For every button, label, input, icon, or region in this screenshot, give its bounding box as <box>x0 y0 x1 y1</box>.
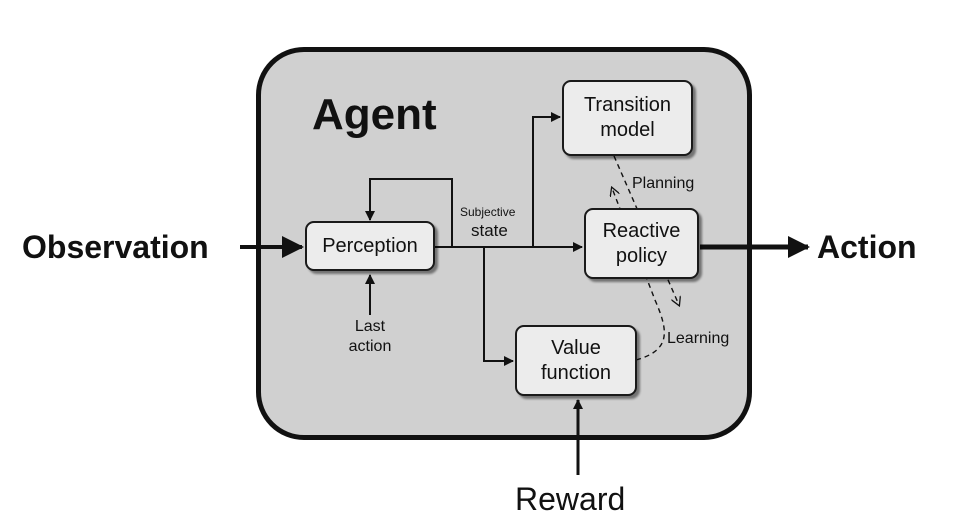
value-function-label: Value function <box>540 336 612 384</box>
state-to-transition-arrow <box>532 112 561 247</box>
perception-node: Perception <box>305 221 435 271</box>
transition-model-label: Transition model <box>583 94 672 141</box>
agent-title: Agent <box>312 90 437 139</box>
reward-label: Reward <box>515 481 626 517</box>
last-action-label: Last action <box>348 318 392 355</box>
learning-arrow <box>612 188 665 361</box>
transition-model-node: Transition model <box>562 80 693 156</box>
reactive-policy-node: Reactive policy <box>584 208 699 279</box>
subjective-state-label-line2: state <box>471 221 508 240</box>
planning-label: Planning <box>632 175 695 192</box>
observation-label: Observation <box>22 229 209 265</box>
subjective-state-label-line1: Subjective <box>460 205 516 219</box>
state-to-value-arrow <box>483 247 514 366</box>
action-label: Action <box>817 229 917 265</box>
value-function-node: Value function <box>515 325 637 396</box>
learning-label: Learning <box>667 330 730 347</box>
reactive-policy-label: Reactive policy <box>602 219 681 267</box>
perception-label: Perception <box>322 234 418 257</box>
